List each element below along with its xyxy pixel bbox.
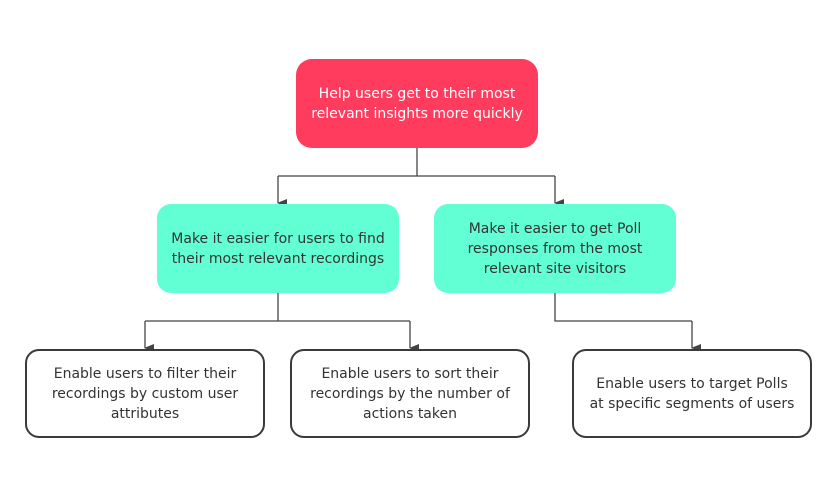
action-text: Enable users to target Polls at specific…	[589, 375, 795, 412]
root-goal-text: Help users get to their most relevant in…	[311, 85, 523, 122]
action-text: Enable users to sort their recordings by…	[310, 365, 510, 422]
root-goal-node: Help users get to their most relevant in…	[296, 59, 538, 148]
action-node-sort-recordings: Enable users to sort their recordings by…	[290, 349, 530, 438]
action-node-filter-recordings: Enable users to filter their recordings …	[25, 349, 265, 438]
connector-goal-2-elbow	[554, 293, 692, 322]
sub-goal-text: Make it easier to get Poll responses fro…	[467, 220, 643, 277]
action-node-target-polls: Enable users to target Polls at specific…	[572, 349, 812, 438]
action-text: Enable users to filter their recordings …	[51, 365, 239, 422]
sub-goal-text: Make it easier for users to find their m…	[171, 230, 385, 267]
sub-goal-node-recordings: Make it easier for users to find their m…	[157, 204, 399, 293]
sub-goal-node-polls: Make it easier to get Poll responses fro…	[434, 204, 676, 293]
